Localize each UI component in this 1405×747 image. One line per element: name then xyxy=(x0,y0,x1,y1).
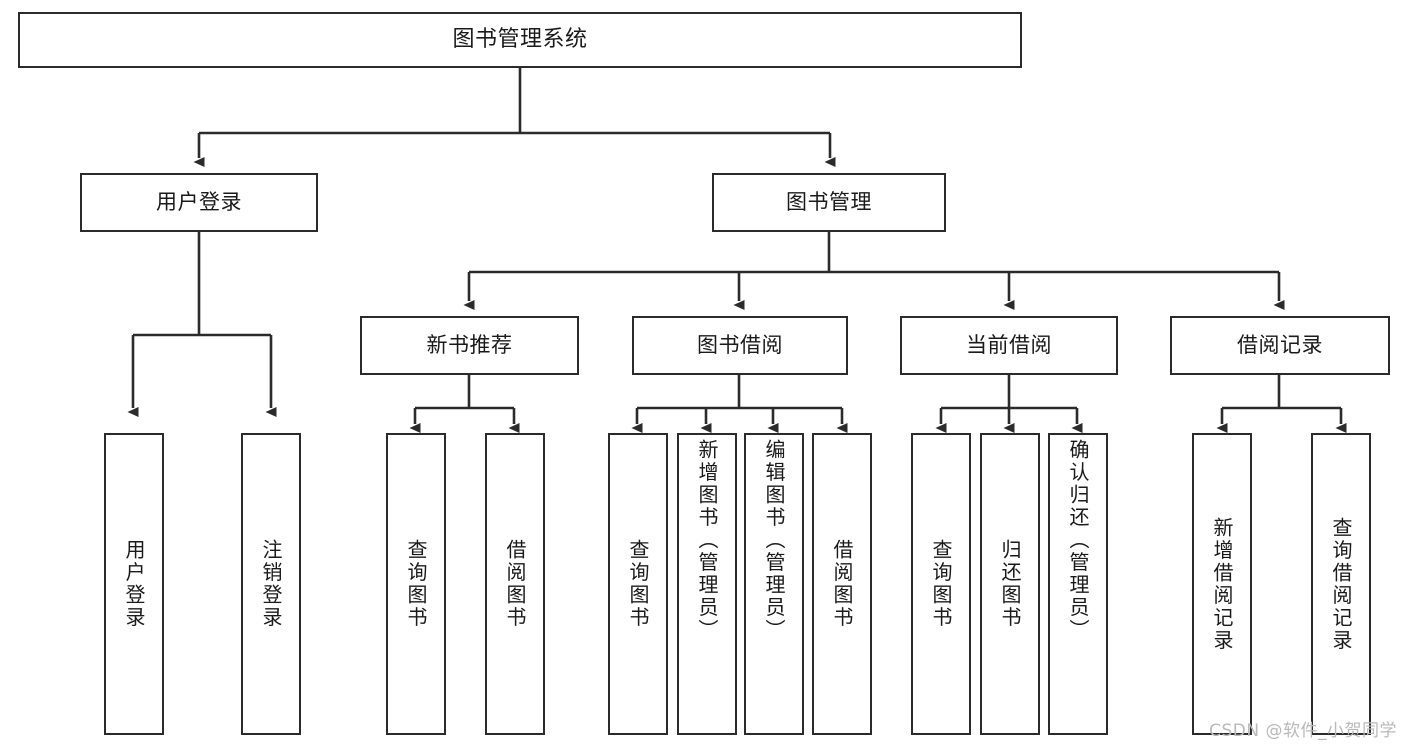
node-label: 编辑图书（管理员） xyxy=(762,439,786,642)
node-label: 借阅图书 xyxy=(503,539,527,629)
node-leaf-edit-book-admin[interactable]: 编辑图书（管理员） xyxy=(744,433,804,735)
node-label: 新书推荐 xyxy=(426,332,513,357)
node-label: 新增图书（管理员） xyxy=(695,439,719,642)
node-label: 确认归还（管理员） xyxy=(1066,439,1090,642)
node-leaf-borrow-books-recommend[interactable]: 借阅图书 xyxy=(485,433,545,735)
node-leaf-confirm-return-admin[interactable]: 确认归还（管理员） xyxy=(1048,433,1108,735)
node-label: 图书管理系统 xyxy=(452,26,588,52)
node-label: 图书借阅 xyxy=(697,332,783,357)
node-label: 查询图书 xyxy=(404,539,428,629)
node-leaf-add-borrow-record[interactable]: 新增借阅记录 xyxy=(1192,433,1252,735)
node-current-borrow[interactable]: 当前借阅 xyxy=(900,316,1118,375)
node-root-library-management-system[interactable]: 图书管理系统 xyxy=(18,12,1022,68)
node-leaf-borrow-books[interactable]: 借阅图书 xyxy=(812,433,872,735)
node-new-book-recommend[interactable]: 新书推荐 xyxy=(360,316,579,375)
node-label: 当前借阅 xyxy=(966,332,1052,357)
node-label: 注销登录 xyxy=(259,539,283,629)
node-label: 借阅记录 xyxy=(1237,332,1323,357)
node-label: 借阅图书 xyxy=(830,539,854,629)
node-book-management[interactable]: 图书管理 xyxy=(712,173,946,232)
node-label: 查询图书 xyxy=(626,539,650,629)
node-label: 用户登录 xyxy=(122,539,146,629)
node-leaf-query-books-recommend[interactable]: 查询图书 xyxy=(386,433,446,735)
node-label: 查询借阅记录 xyxy=(1329,516,1353,652)
node-leaf-add-book-admin[interactable]: 新增图书（管理员） xyxy=(677,433,737,735)
node-book-borrow[interactable]: 图书借阅 xyxy=(632,316,848,375)
node-label: 用户登录 xyxy=(156,189,242,214)
node-leaf-logout[interactable]: 注销登录 xyxy=(241,433,301,735)
node-label: 图书管理 xyxy=(786,189,872,214)
node-borrow-record[interactable]: 借阅记录 xyxy=(1170,316,1390,375)
node-leaf-query-borrow-record[interactable]: 查询借阅记录 xyxy=(1311,433,1371,735)
node-label: 新增借阅记录 xyxy=(1210,516,1234,652)
node-leaf-query-books-current[interactable]: 查询图书 xyxy=(911,433,971,735)
node-label: 查询图书 xyxy=(929,539,953,629)
node-leaf-return-books[interactable]: 归还图书 xyxy=(980,433,1040,735)
node-leaf-query-books-borrow[interactable]: 查询图书 xyxy=(608,433,668,735)
node-leaf-user-login[interactable]: 用户登录 xyxy=(104,433,164,735)
node-label: 归还图书 xyxy=(998,539,1022,629)
node-user-login[interactable]: 用户登录 xyxy=(80,173,318,232)
